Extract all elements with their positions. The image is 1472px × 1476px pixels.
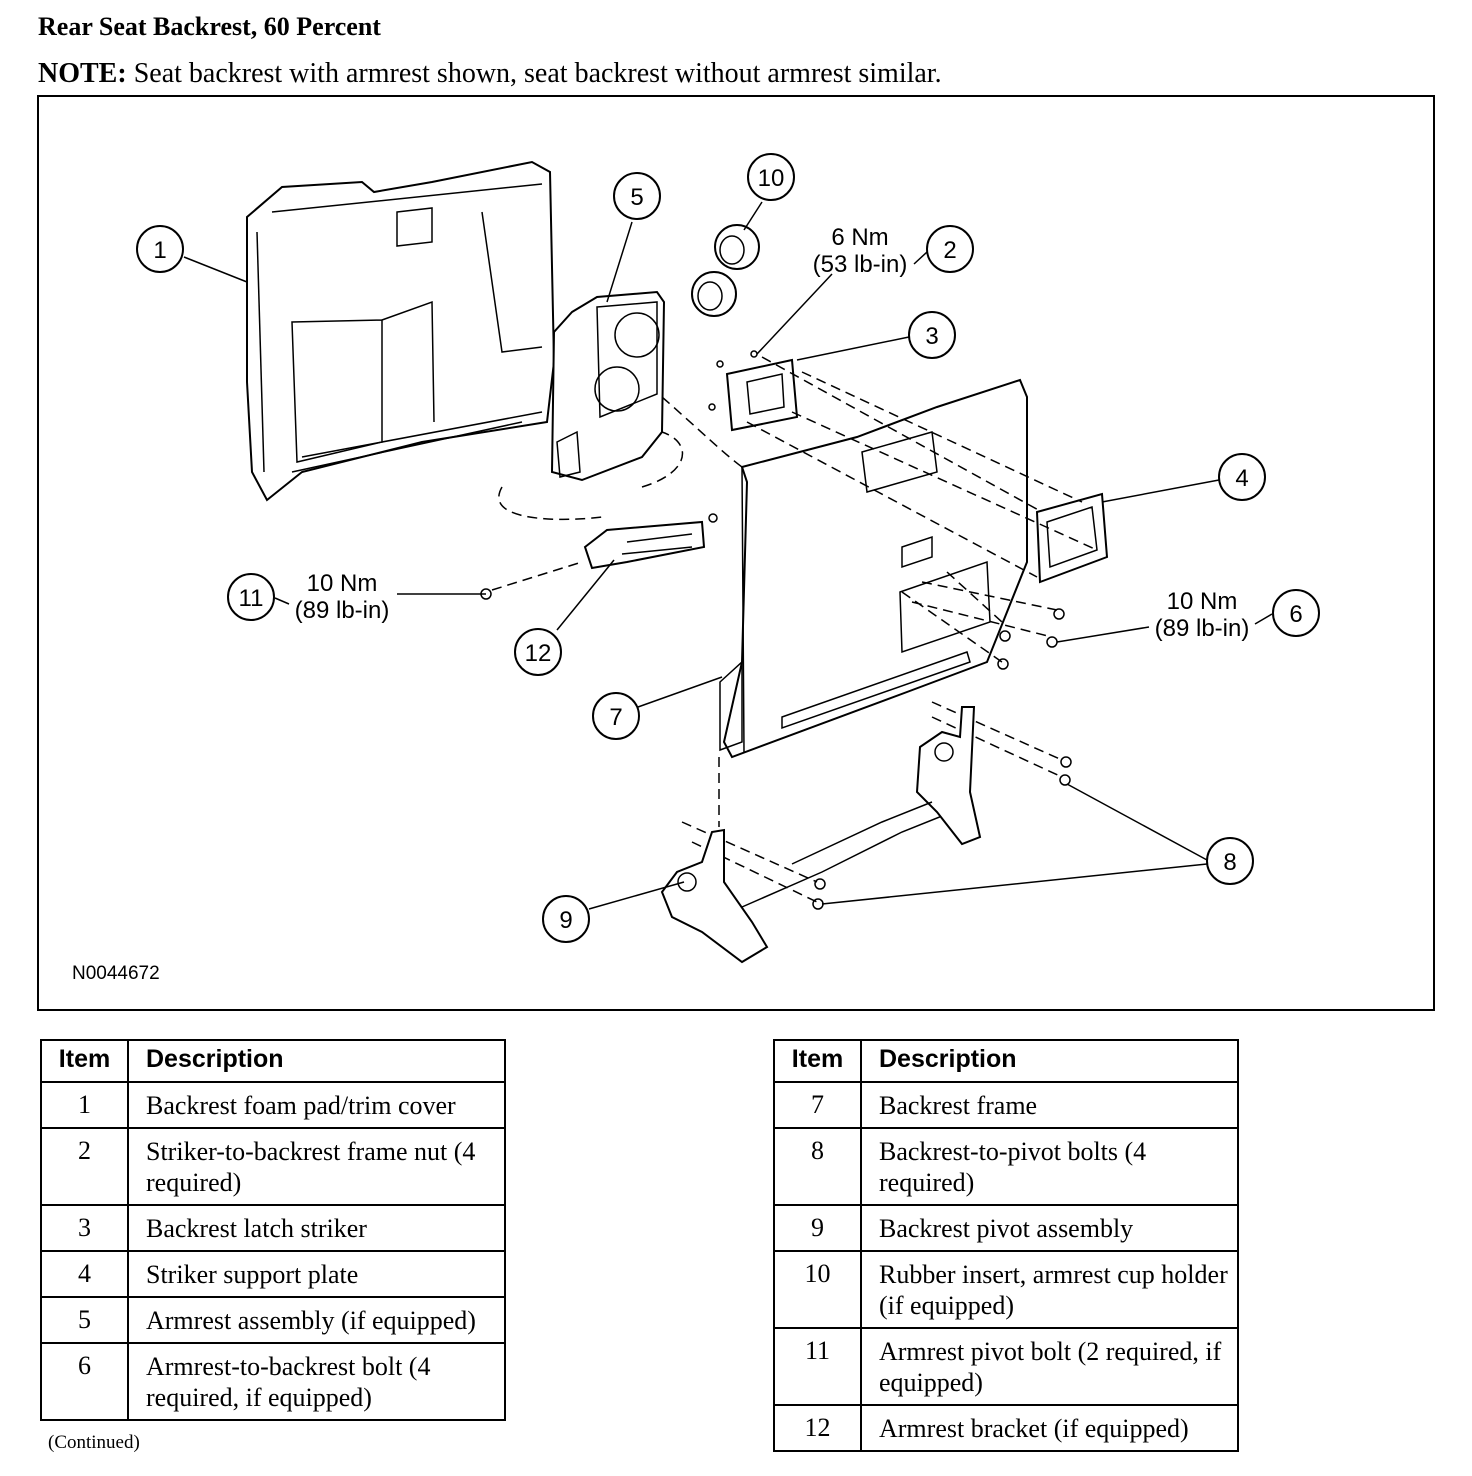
- figure-id: N0044672: [72, 963, 160, 984]
- callout-1: 1: [136, 225, 184, 273]
- item-description: Striker-to-backrest frame nut (4 require…: [127, 1127, 506, 1206]
- torque-2-value: 6 Nm: [831, 224, 888, 251]
- svg-text:7: 7: [609, 704, 622, 731]
- item-number: 6: [40, 1342, 129, 1421]
- continued-footer: (Continued): [48, 1432, 140, 1453]
- item-number: 8: [773, 1127, 862, 1206]
- armrest-assembly: [550, 290, 666, 482]
- item-description: Striker support plate: [127, 1250, 506, 1298]
- item-number: 4: [40, 1250, 129, 1298]
- item-description: Backrest frame: [860, 1081, 1239, 1129]
- torque-11-value: 10 Nm: [307, 570, 378, 597]
- callout-9: 9: [542, 895, 590, 943]
- torque-label-2: 6 Nm (53 lb-in): [813, 224, 928, 278]
- torque-label-11: 10 Nm (89 lb-in): [274, 570, 390, 624]
- armrest-bracket: [583, 513, 718, 570]
- rubber-inserts: [691, 224, 760, 317]
- callout-8: 8: [1206, 837, 1254, 885]
- latch-striker: [708, 350, 799, 432]
- backrest-foam-pad: [246, 160, 556, 502]
- svg-text:8: 8: [1223, 849, 1236, 876]
- item-number: 7: [773, 1081, 862, 1129]
- svg-text:4: 4: [1235, 465, 1248, 492]
- backrest-pivot-assembly: [660, 706, 982, 964]
- column-header-description: Description: [860, 1039, 1239, 1083]
- callout-7: 7: [592, 692, 640, 740]
- exploded-view-drawing: 6 Nm (53 lb-in) 10 Nm (89 lb-in) 10 Nm (…: [136, 153, 1320, 964]
- callout-10: 10: [747, 153, 795, 201]
- note-label: NOTE:: [38, 58, 127, 89]
- item-number: 1: [40, 1081, 129, 1129]
- item-number: 3: [40, 1204, 129, 1252]
- callout-2: 2: [926, 225, 974, 273]
- column-header-description: Description: [127, 1039, 506, 1083]
- callout-5: 5: [613, 172, 661, 220]
- svg-text:12: 12: [525, 640, 552, 667]
- column-header-item: Item: [40, 1039, 129, 1083]
- assembly-lines: [491, 356, 1098, 903]
- exploded-view-figure: 6 Nm (53 lb-in) 10 Nm (89 lb-in) 10 Nm (…: [37, 95, 1435, 1011]
- item-description: Armrest bracket (if equipped): [860, 1404, 1239, 1452]
- page-title: Rear Seat Backrest, 60 Percent: [38, 12, 381, 41]
- svg-text:11: 11: [239, 585, 264, 612]
- item-description: Armrest assembly (if equipped): [127, 1296, 506, 1344]
- legend-header-row: Item Description: [773, 1039, 1239, 1083]
- item-description: Backrest pivot assembly: [860, 1204, 1239, 1252]
- item-number: 10: [773, 1250, 862, 1329]
- torque-11-alt: (89 lb-in): [295, 597, 390, 624]
- callout-6: 6: [1272, 589, 1320, 637]
- torque-2-alt: (53 lb-in): [813, 251, 908, 278]
- item-number: 11: [773, 1327, 862, 1406]
- svg-text:9: 9: [559, 907, 572, 934]
- item-description: Armrest-to-backrest bolt (4 required, if…: [127, 1342, 506, 1421]
- callout-11: 11: [227, 573, 275, 621]
- callout-4: 4: [1218, 453, 1266, 501]
- item-description: Backrest foam pad/trim cover: [127, 1081, 506, 1129]
- item-number: 9: [773, 1204, 862, 1252]
- item-number: 12: [773, 1404, 862, 1452]
- note: NOTE: Seat backrest with armrest shown, …: [38, 58, 942, 90]
- svg-text:3: 3: [925, 323, 938, 350]
- item-description: Backrest latch striker: [127, 1204, 506, 1252]
- item-description: Backrest-to-pivot bolts (4 required): [860, 1127, 1239, 1206]
- torque-label-6: 10 Nm (89 lb-in): [1155, 588, 1273, 642]
- svg-text:2: 2: [943, 237, 956, 264]
- item-description: Armrest pivot bolt (2 required, if equip…: [860, 1327, 1239, 1406]
- callout-3: 3: [908, 311, 956, 359]
- item-number: 2: [40, 1127, 129, 1206]
- svg-text:1: 1: [153, 237, 166, 264]
- item-number: 5: [40, 1296, 129, 1344]
- column-header-item: Item: [773, 1039, 862, 1083]
- svg-text:10: 10: [758, 165, 785, 192]
- item-description: Rubber insert, armrest cup holder (if eq…: [860, 1250, 1239, 1329]
- callout-12: 12: [514, 628, 562, 676]
- svg-text:6: 6: [1289, 601, 1302, 628]
- bolts: [480, 588, 1072, 910]
- svg-text:5: 5: [630, 184, 643, 211]
- note-text: Seat backrest with armrest shown, seat b…: [126, 58, 942, 89]
- torque-6-value: 10 Nm: [1167, 588, 1238, 615]
- leader-lines: [183, 201, 1220, 910]
- legend-header-row: Item Description: [40, 1039, 506, 1083]
- backrest-frame: [719, 378, 1028, 759]
- torque-6-alt: (89 lb-in): [1155, 615, 1250, 642]
